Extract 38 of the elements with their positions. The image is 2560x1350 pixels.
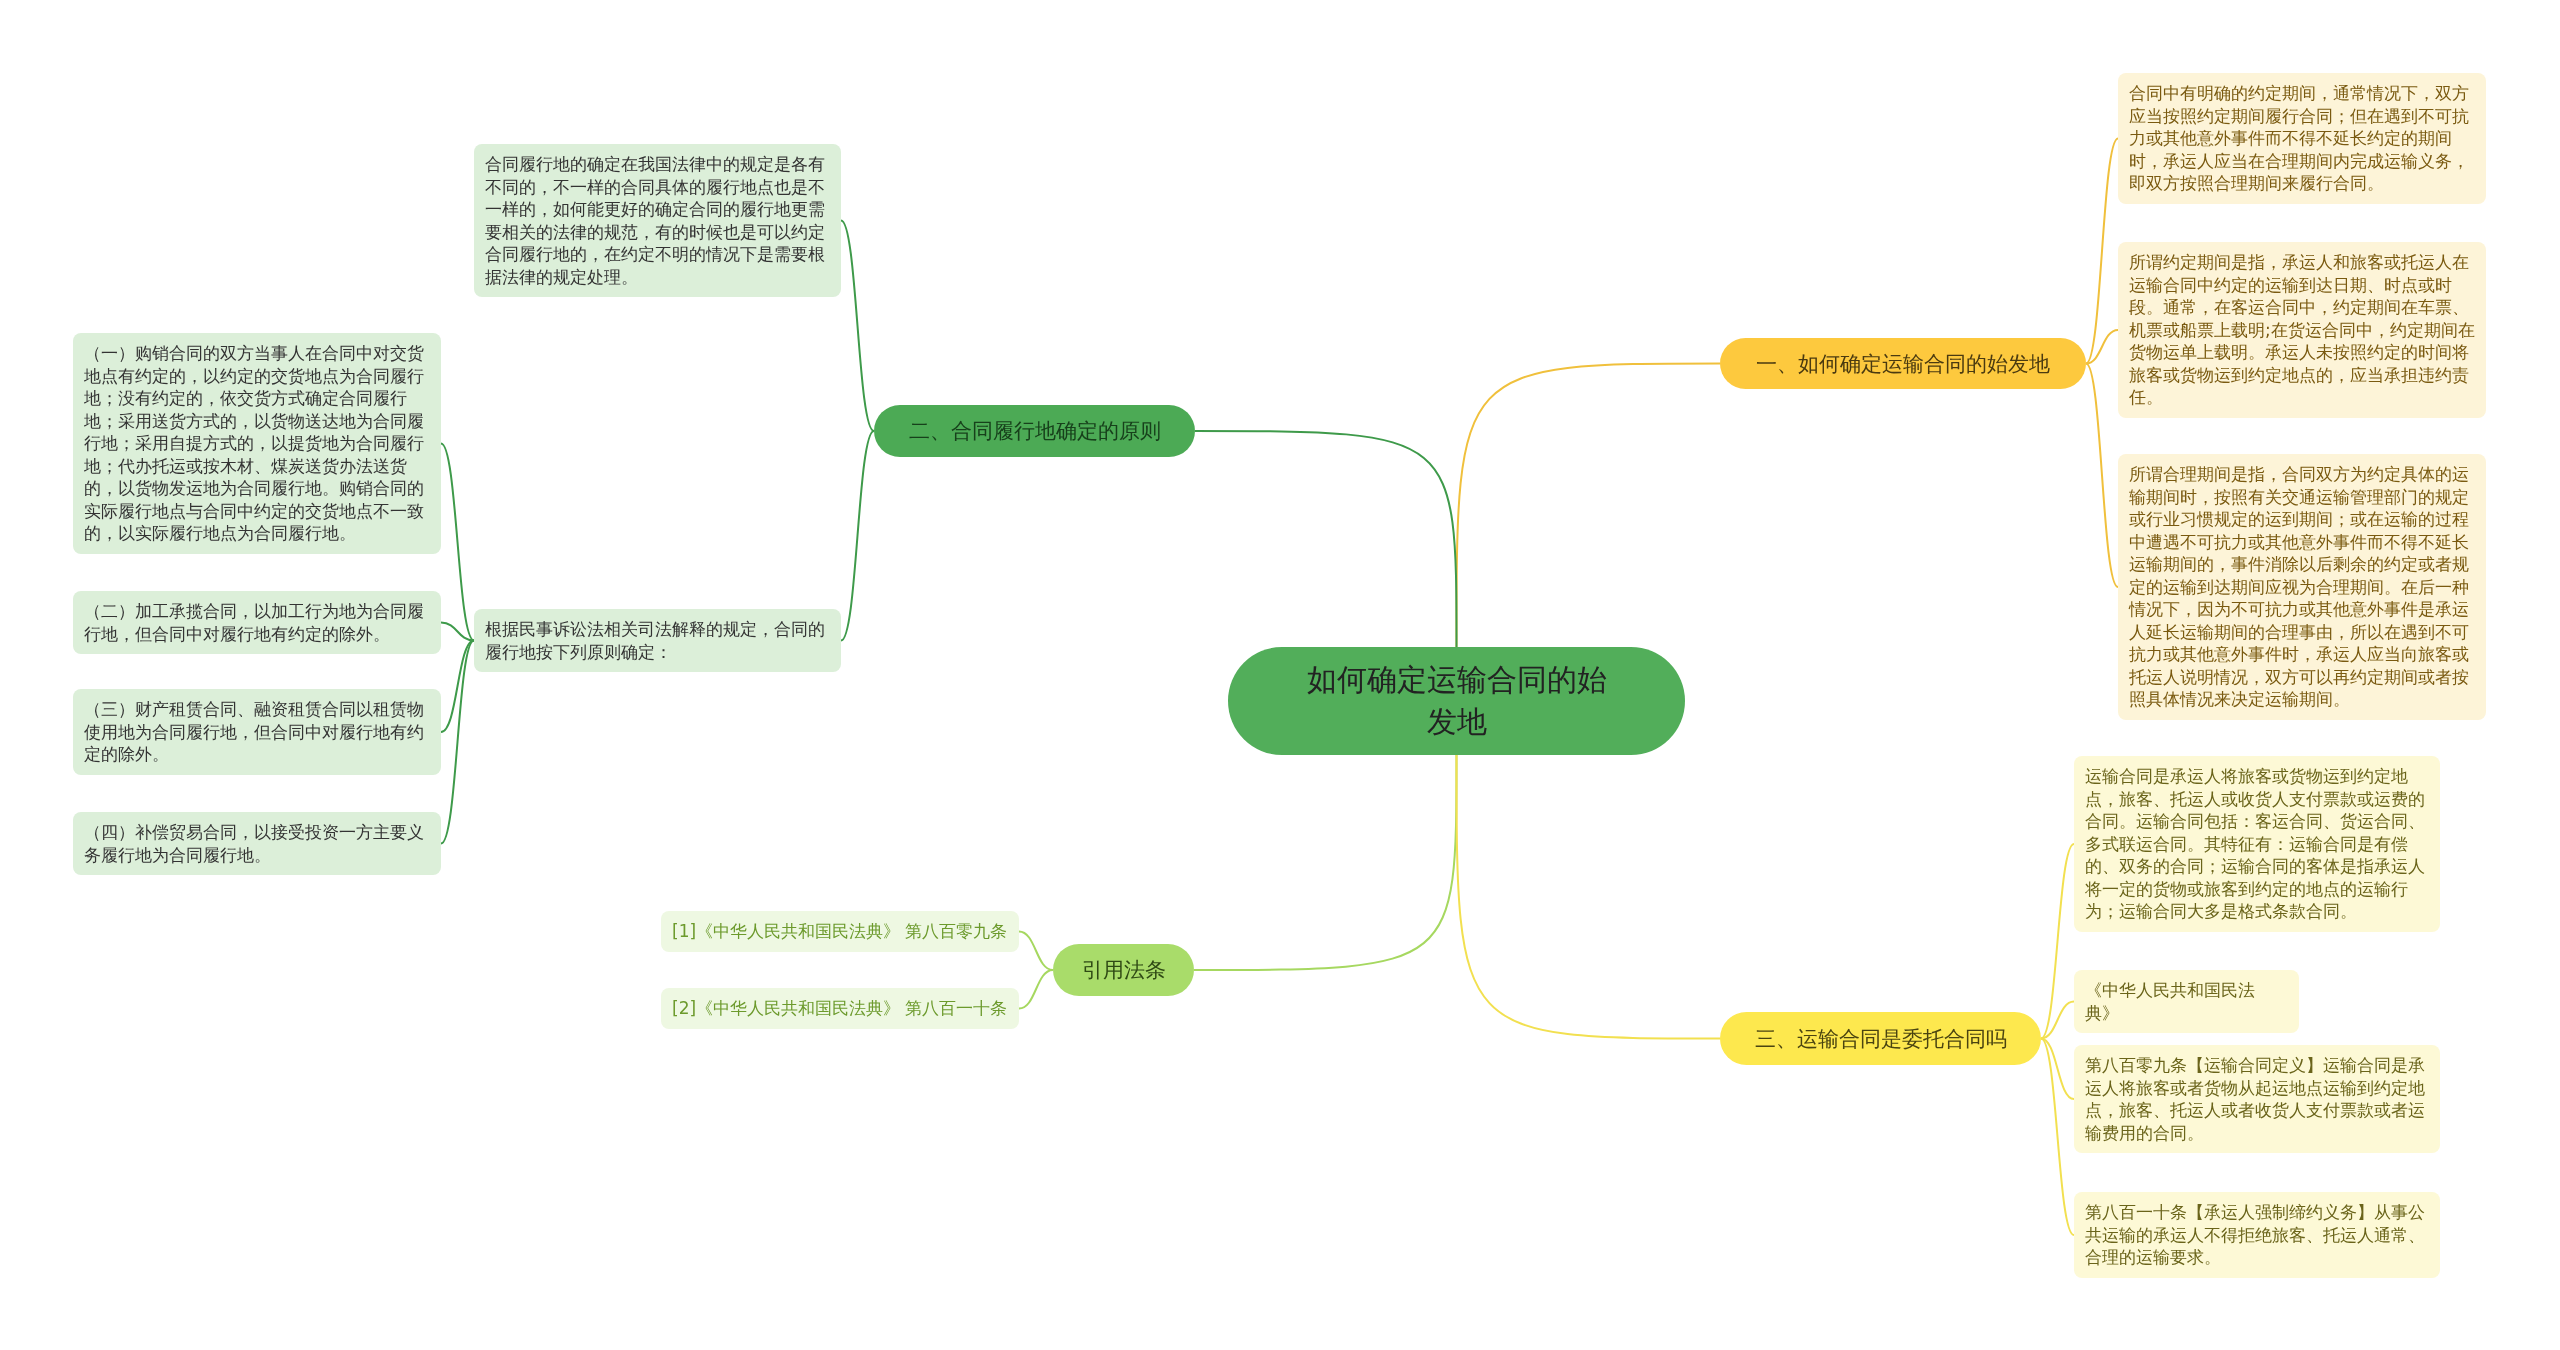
connector [440,621,475,642]
central-topic: 如何确定运输合同的始发地 [1228,647,1685,755]
branch-topic: 三、运输合同是委托合同吗 [1720,1012,2041,1065]
connector [1194,430,1458,648]
branch-topic: 一、如何确定运输合同的始发地 [1720,338,2086,389]
connector [1193,754,1458,971]
note-card: （二）加工承揽合同，以加工行为地为合同履行地，但合同中对履行地有约定的除外。 [73,591,441,654]
note-card: （四）补偿贸易合同，以接受投资一方主要义务履行地为合同履行地。 [73,812,441,875]
connector [2040,843,2075,1040]
connector [440,442,475,642]
branch-topic: 二、合同履行地确定的原则 [874,405,1195,457]
connector [1455,362,1721,648]
note-card: （三）财产租赁合同、融资租赁合同以租赁物使用地为合同履行地，但合同中对履行地有约定的除外。 [73,689,441,775]
connector [2085,329,2119,365]
note-card: 《中华人民共和国民法典》 [2074,970,2299,1033]
note-card: [1]《中华人民共和国民法典》 第八百零九条 [661,911,1019,952]
connector [2040,1037,2075,1236]
note-card: 运输合同是承运人将旅客或货物运到约定地点，旅客、托运人或收货人支付票款或运费的合同。运输合同包括：客运合同、货运合同、多式联运合同。其特征有：运输合同是有偿的、双务的合同；运输合同的客体是指承运人将一定的货物或旅客到约定的地点的运输行为；运输合同大多是格式条款合同。 [2074,756,2440,932]
note-card: 根据民事诉讼法相关司法解释的规定，合同的履行地按下列原则确定： [474,609,841,672]
connector [1455,754,1721,1040]
note-card: 所谓约定期间是指，承运人和旅客或托运人在运输合同中约定的运输到达日期、时点或时段。通常，在客运合同中，约定期间在车票、机票或船票上载明;在货运合同中，约定期间在货物运单上载明。承运人未按照约定的时间将旅客或货物运到约定地点的，应当承担违约责任。 [2118,242,2486,418]
note-card: [2]《中华人民共和国民法典》 第八百一十条 [661,988,1019,1029]
connector [840,430,875,642]
connector [2085,362,2119,588]
connector [2040,1000,2075,1040]
note-card: 合同中有明确的约定期间，通常情况下，双方应当按照约定期间履行合同；但在遇到不可抗力或其他意外事件而不得不延长约定的期间时，承运人应当在合理期间内完成运输义务，即双方按照合理期间来履行合同。 [2118,73,2486,204]
connector [440,639,475,845]
note-card: 合同履行地的确定在我国法律中的规定是各有不同的，不一样的合同具体的履行地点也是不一样的，如何能更好的确定合同的履行地更需要相关的法律的规范，有的时候也是可以约定合同履行地的，在约定不明的情况下是需要根据法律的规定处理。 [474,144,841,297]
connector [840,219,875,432]
connector [1018,969,1054,1010]
connector [2085,137,2119,365]
note-card: （一）购销合同的双方当事人在合同中对交货地点有约定的，以约定的交货地点为合同履行地；没有约定的，依交货方式确定合同履行地；采用送货方式的，以货物送达地为合同履行地；采用自提方式的，以提货地为合同履行地；代办托运或按木材、煤炭送货办法送货的，以货物发运地为合同履行地。购销合同的实际履行地点与合同中约定的交货地点不一致的，以实际履行地点为合同履行地。 [73,333,441,554]
note-card: 第八百零九条【运输合同定义】运输合同是承运人将旅客或者货物从起运地点运输到约定地点，旅客、托运人或者收货人支付票款或者运输费用的合同。 [2074,1045,2440,1153]
branch-topic: 引用法条 [1053,944,1194,996]
connector [2040,1037,2075,1100]
note-card: 第八百一十条【承运人强制缔约义务】从事公共运输的承运人不得拒绝旅客、托运人通常、合理的运输要求。 [2074,1192,2440,1278]
connector [440,639,475,733]
note-card: 所谓合理期间是指，合同双方为约定具体的运输期间时，按照有关交通运输管理部门的规定或行业习惯规定的运到期间；或在运输的过程中遭遇不可抗力或其他意外事件而不得不延长运输期间的，事件消除以后剩余的约定或者规定的运输到达期间应视为合理期间。在后一种情况下，因为不可抗力或其他意外事件是承运人延长运输期间的合理事由，所以在遇到不可抗力或其他意外事件时，承运人应当向旅客或托运人说明情况，双方可以再约定期间或者按照具体情况来决定运输期间。 [2118,454,2486,720]
